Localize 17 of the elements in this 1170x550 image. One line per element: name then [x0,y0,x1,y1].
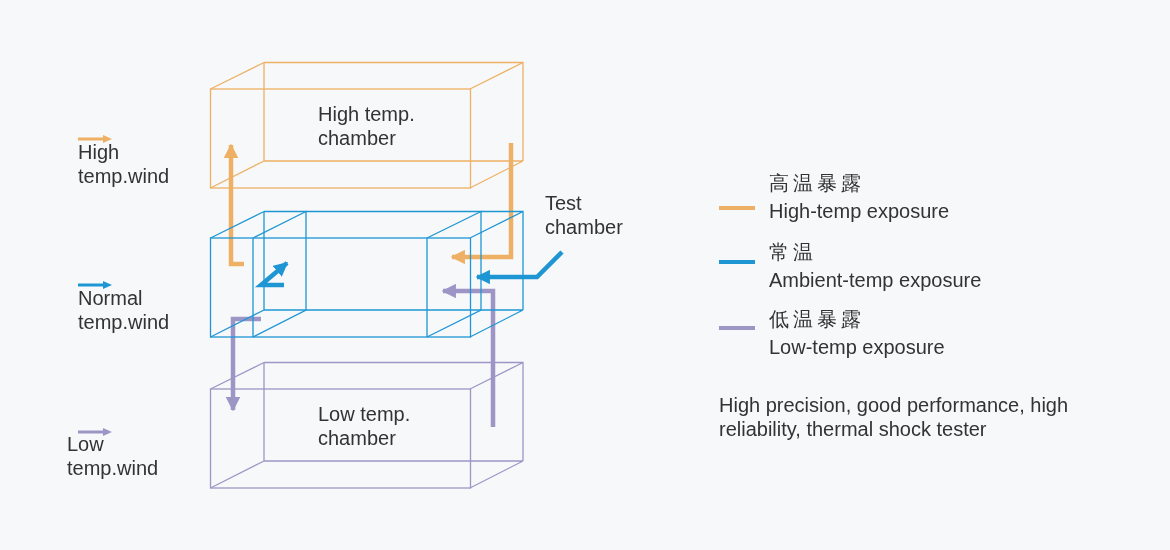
chamber-box [210,62,524,189]
note-text: High precision, good performance, high reliability, thermal shock tester [719,393,1070,441]
chamber-box [210,362,524,489]
legend-label: Low temp.wind [67,432,160,480]
legend-label: High temp.wind [78,140,171,188]
legend-label: 低温暴露 Low-temp exposure [769,307,946,360]
airflow-arrow [441,283,496,427]
airflow-arrow [225,316,261,412]
airflow-arrow [475,250,564,285]
legend-label: 常温 Ambient-temp exposure [769,240,983,293]
airflow-arrow [223,143,244,267]
legend-label: Normal temp.wind [78,286,171,334]
chamber-label: Test chamber [545,191,624,239]
airflow-arrow [450,143,514,265]
chamber-label: High temp. chamber [318,102,416,150]
chamber-label: Low temp. chamber [318,402,412,450]
legend-label: 高温暴露 High-temp exposure [769,171,951,224]
